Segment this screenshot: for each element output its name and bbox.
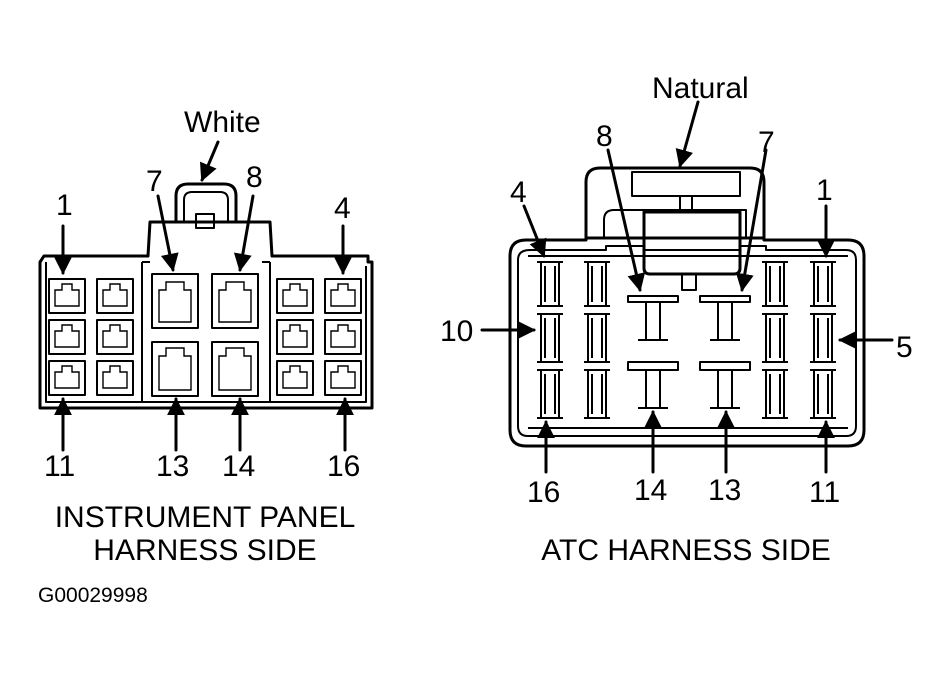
atc-pin-4-arrow (522, 204, 547, 258)
connector-hood (584, 166, 766, 240)
pin-7-arrow (156, 194, 179, 272)
left-pin-label-16: 16 (327, 450, 360, 483)
instrument-panel-connector-body (38, 220, 374, 410)
right-pin-label-10: 10 (440, 315, 473, 348)
natural-color-label: Natural (652, 72, 749, 105)
right-pin-label-5: 5 (896, 331, 913, 364)
left-pin-label-11: 11 (44, 450, 75, 483)
atc-pin-8-arrow (606, 148, 646, 292)
right-pin-label-13: 13 (708, 474, 741, 507)
right-pin-label-4: 4 (510, 176, 527, 209)
cavity-grid-left (48, 278, 134, 396)
left-pin-label-1: 1 (56, 189, 73, 222)
left-pin-label-13: 13 (156, 450, 189, 483)
right-pin-label-16: 16 (527, 476, 560, 509)
hood-latch (631, 171, 741, 197)
right-pin-label-14: 14 (634, 474, 667, 507)
right-pin-label-7: 7 (758, 126, 775, 159)
natural-leader-arrow (675, 100, 700, 168)
figure-code: G00029998 (38, 584, 148, 607)
pin-8-arrow (233, 194, 255, 272)
right-caption: ATC HARNESS SIDE (541, 534, 831, 567)
instrument-panel-connector: White 1 7 8 4 11 13 14 16 INSTRUMENT PAN… (38, 106, 374, 567)
atc-connector: Natural 8 7 4 1 10 5 16 14 13 11 ATC HAR… (440, 72, 913, 567)
cavity-grid-center (151, 273, 259, 397)
left-pin-label-14: 14 (222, 450, 255, 483)
white-leader-arrow (199, 140, 220, 182)
atc-connector-body (508, 236, 866, 448)
white-color-label: White (184, 106, 261, 139)
atc-pin-7-arrow (735, 148, 768, 292)
left-caption-line1: INSTRUMENT PANEL (55, 501, 356, 534)
connector-latch (174, 182, 238, 224)
center-plug (642, 210, 742, 276)
right-pin-label-8: 8 (596, 120, 613, 153)
left-caption-line2: HARNESS SIDE (93, 534, 316, 567)
right-pin-label-11: 11 (809, 476, 840, 509)
cavity-grid-right (276, 278, 362, 396)
left-pin-label-7: 7 (146, 165, 163, 198)
left-pin-label-8: 8 (246, 161, 263, 194)
left-pin-label-4: 4 (334, 192, 351, 225)
right-pin-label-1: 1 (816, 174, 833, 207)
terminal-columns (537, 261, 836, 419)
